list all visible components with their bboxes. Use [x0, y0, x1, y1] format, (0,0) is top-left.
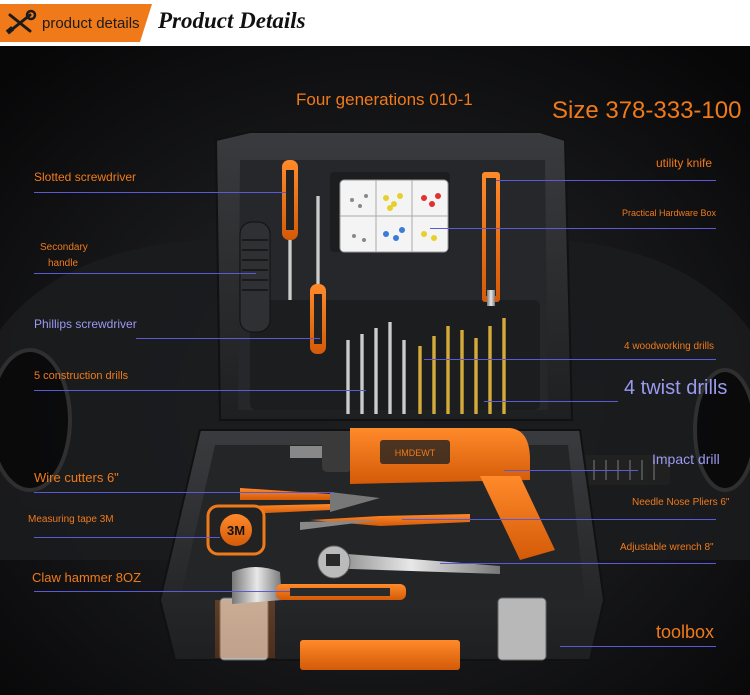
line-construction-drills	[34, 390, 366, 391]
toolkit-product-image: HMDEWT 3M	[0, 46, 750, 695]
label-hardware-box: Practical Hardware Box	[622, 208, 717, 218]
line-measuring-tape	[34, 537, 220, 538]
header-tag-slant	[140, 4, 152, 42]
label-twist-drills: 4 twist drills	[624, 377, 728, 399]
right-latch	[497, 597, 547, 661]
label-adjustable-wrench: Adjustable wrench 8"	[620, 542, 714, 553]
size-label: Size 378-333-100	[552, 97, 742, 124]
tape-brand: 3M	[227, 523, 245, 538]
claw-hammer	[232, 567, 406, 604]
label-claw-hammer: Claw hammer 8OZ	[32, 570, 142, 585]
line-wire-cutters	[34, 492, 334, 493]
header-bar: product details Product Details	[0, 0, 750, 46]
line-hardware-box	[430, 228, 716, 229]
line-toolbox	[560, 646, 716, 647]
line-phillips-screwdriver	[136, 338, 320, 339]
phillips-screwdriver	[310, 196, 326, 354]
tools-icon	[5, 9, 37, 35]
label-woodworking-drills: 4 woodworking drills	[624, 341, 715, 352]
line-adjustable-wrench	[440, 563, 716, 564]
line-twist-drills	[484, 401, 618, 402]
slotted-screwdriver	[282, 160, 298, 300]
needle-nose-pliers	[300, 514, 470, 530]
secondary-handle	[239, 221, 271, 333]
wire-cutters	[240, 488, 380, 514]
line-impact-drill	[504, 470, 638, 471]
header-tag-label: product details	[42, 15, 140, 32]
line-secondary-handle	[34, 273, 256, 274]
label-impact-drill: Impact drill	[652, 451, 720, 467]
label-measuring-tape: Measuring tape 3M	[28, 514, 114, 525]
label-toolbox: toolbox	[656, 622, 715, 642]
label-wire-cutters: Wire cutters 6"	[34, 470, 119, 485]
measuring-tape: 3M	[206, 504, 266, 556]
drill-bits	[346, 318, 506, 414]
impact-drill: HMDEWT	[290, 428, 555, 560]
label-utility-knife: utility knife	[656, 156, 713, 170]
page-title: Product Details	[158, 8, 306, 33]
label-secondary-handle-1: Secondary	[40, 242, 88, 253]
line-slotted-screwdriver	[34, 192, 286, 193]
line-woodworking-drills	[424, 359, 716, 360]
line-needle-nose-pliers	[402, 519, 716, 520]
label-needle-nose-pliers: Needle Nose Pliers 6"	[632, 497, 730, 508]
label-slotted-screwdriver: Slotted screwdriver	[34, 170, 137, 184]
header-tag: product details	[0, 4, 140, 42]
line-utility-knife	[496, 180, 716, 181]
utility-knife	[482, 172, 500, 306]
model-label: Four generations 010-1	[296, 90, 473, 109]
hardware-box	[339, 179, 449, 253]
toolbox-handle	[300, 640, 460, 670]
label-construction-drills: 5 construction drills	[34, 370, 129, 382]
adjustable-wrench	[317, 545, 500, 579]
line-claw-hammer	[34, 591, 290, 592]
drill-brand: HMDEWT	[395, 448, 436, 458]
label-secondary-handle-2: handle	[48, 258, 79, 269]
label-phillips-screwdriver: Phillips screwdriver	[34, 317, 137, 331]
